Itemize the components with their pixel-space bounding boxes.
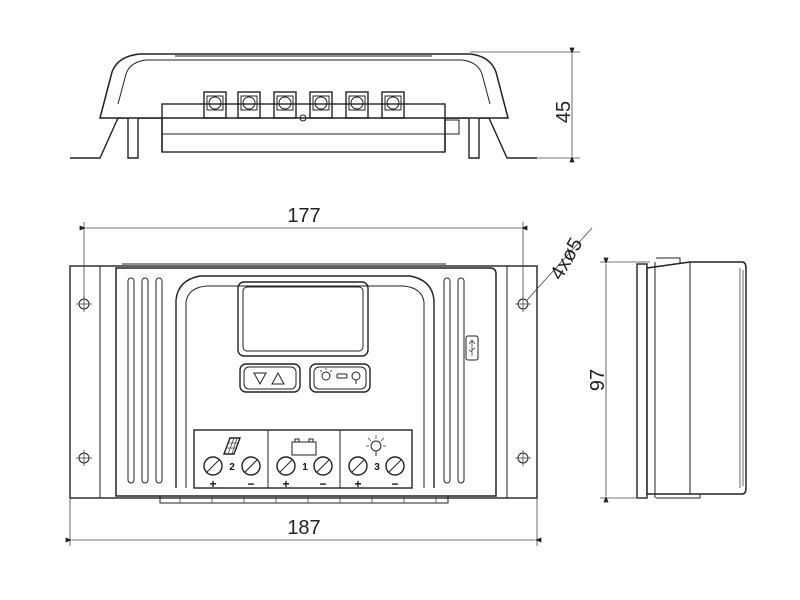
load-plus: +	[354, 477, 361, 491]
terminal-screws	[203, 456, 405, 476]
vent-slots-left	[127, 277, 163, 484]
dimension-97: 97	[587, 257, 650, 503]
down-up-arrow-icon	[253, 371, 285, 386]
lamp-icon	[319, 368, 361, 384]
front-view: 2 1 3 + − + − + − 177	[65, 205, 593, 546]
inner-width-label: 177	[287, 205, 320, 227]
battery-terminal-number: 1	[302, 462, 308, 473]
usb-port[interactable]	[465, 335, 479, 361]
mount-hole-callout: 4xø5	[526, 227, 593, 301]
bottom-glands	[159, 496, 449, 504]
dimension-height-45: 45	[470, 47, 580, 163]
side-view: 97	[587, 257, 747, 503]
battery-icon	[291, 438, 317, 456]
battery-plus: +	[282, 477, 289, 491]
solar-minus: −	[247, 477, 254, 491]
arrow-button[interactable]	[239, 363, 301, 393]
usb-icon	[468, 339, 476, 356]
dimension-187: 187	[65, 498, 542, 546]
load-terminal-number: 3	[374, 462, 380, 473]
lamp-icon	[366, 435, 386, 456]
load-button[interactable]	[309, 363, 371, 393]
outer-width-label: 187	[287, 517, 320, 539]
solar-panel-icon	[222, 437, 242, 455]
vent-slots-right	[443, 277, 465, 484]
solar-plus: +	[209, 477, 216, 491]
mount-holes	[76, 296, 531, 466]
load-minus: −	[391, 477, 398, 491]
top-terminal-blocks	[203, 91, 405, 119]
dimension-177: 177	[79, 205, 528, 298]
lcd-screen	[237, 281, 369, 357]
top-view: 45	[70, 47, 580, 163]
battery-minus: −	[319, 477, 326, 491]
solar-terminal-number: 2	[229, 462, 235, 473]
side-height-label: 97	[587, 369, 609, 391]
mount-hole-label: 4xø5	[546, 234, 587, 284]
height-label: 45	[553, 101, 575, 123]
